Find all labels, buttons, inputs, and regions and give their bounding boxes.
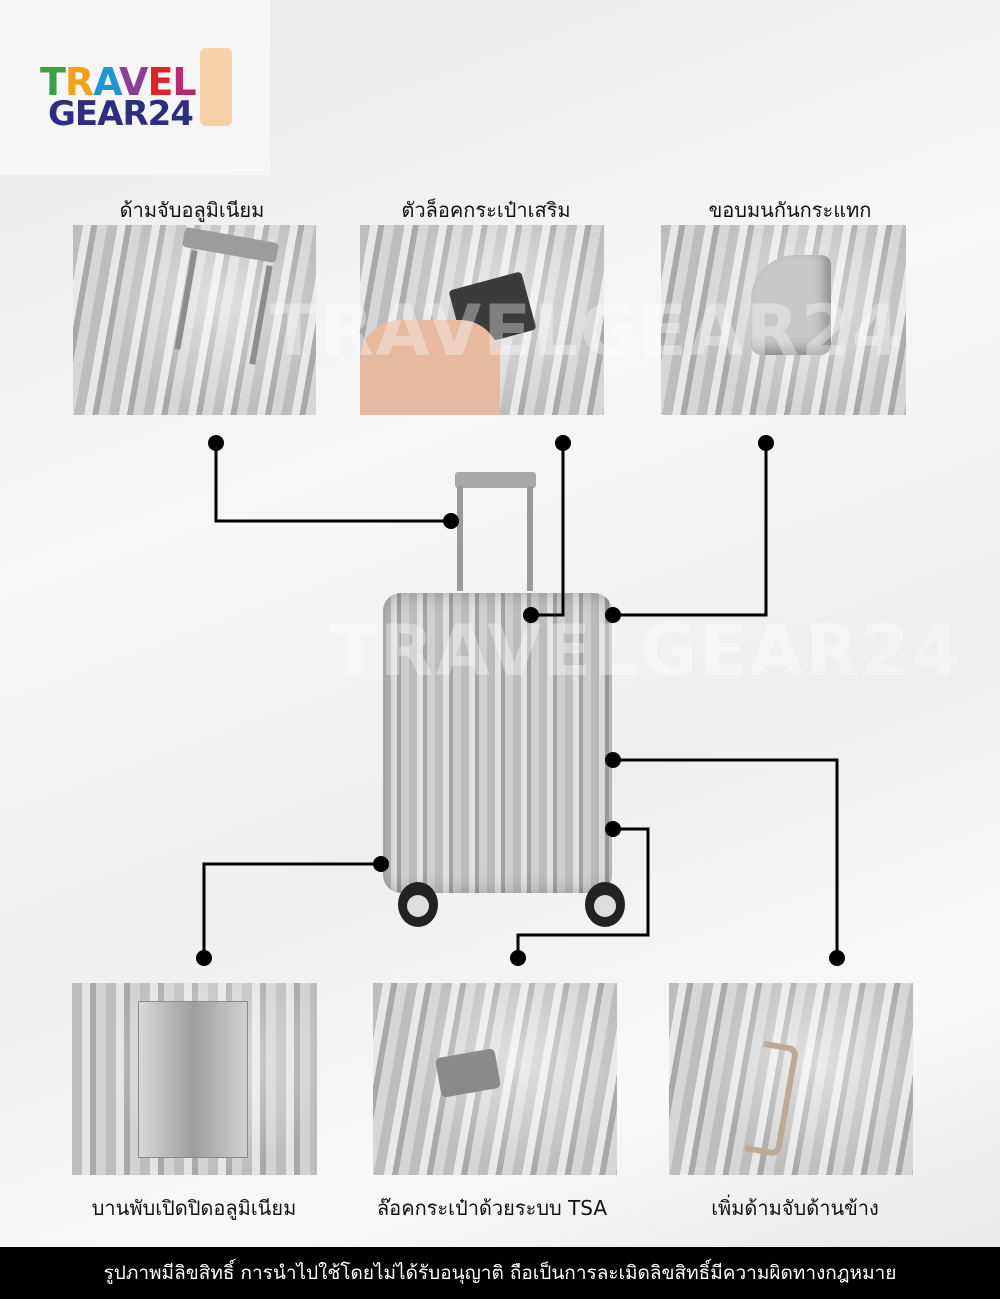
feature-label-aluminum-handle: ด้ามจับอลูมิเนียม: [119, 198, 265, 222]
callout-dot: [510, 950, 526, 966]
photo-side-handle: [669, 983, 913, 1175]
callout-dot: [373, 856, 389, 872]
photo-aluminum-handle: [73, 225, 316, 415]
callout-dot: [829, 950, 845, 966]
connector-extra-lock: [531, 443, 565, 617]
callout-dot: [523, 607, 539, 623]
callout-dot: [758, 435, 774, 451]
feature-label-tsa-lock: ล๊อคกระเป๋าด้วยระบบ TSA: [376, 1196, 608, 1220]
callout-dot: [443, 513, 459, 529]
connector-hinge: [202, 862, 381, 958]
logo-text-travel: TRAVEL: [40, 60, 197, 104]
callout-dot: [605, 607, 621, 623]
photo-hinge: [72, 983, 317, 1175]
callout-dot: [555, 435, 571, 451]
callout-dot: [208, 435, 224, 451]
brand-logo: TRAVEL GEAR24: [30, 30, 240, 145]
callout-dot: [605, 821, 621, 837]
copyright-text: รูปภาพมีลิขสิทธิ์ การนำไปใช้โดยไม่ได้รับ…: [103, 1262, 897, 1284]
feature-label-hinge: บานพับเปิดปิดอลูมิเนียม: [91, 1196, 297, 1220]
copyright-footer: รูปภาพมีลิขสิทธิ์ การนำไปใช้โดยไม่ได้รับ…: [0, 1247, 1000, 1299]
connector-corner: [613, 443, 768, 617]
connector-handle: [214, 443, 451, 523]
feature-label-side-handle: เพิ่มด้ามจับด้านข้าง: [711, 1196, 879, 1220]
feature-label-rounded-corner: ขอบมนกันกระแทก: [708, 198, 872, 222]
callout-dot: [196, 950, 212, 966]
feature-label-extra-lock: ตัวล็อคกระเป๋าเสริม: [401, 198, 571, 222]
suitcase-icon: [200, 48, 232, 126]
photo-tsa-lock: [373, 983, 617, 1175]
callout-dot: [605, 752, 621, 768]
photo-extra-lock: [360, 225, 604, 415]
connector-side-handle: [613, 758, 839, 958]
connector-tsa-lock: [516, 827, 650, 958]
photo-rounded-corner: [661, 225, 906, 415]
logo-text-gear24: GEAR24: [48, 94, 194, 134]
